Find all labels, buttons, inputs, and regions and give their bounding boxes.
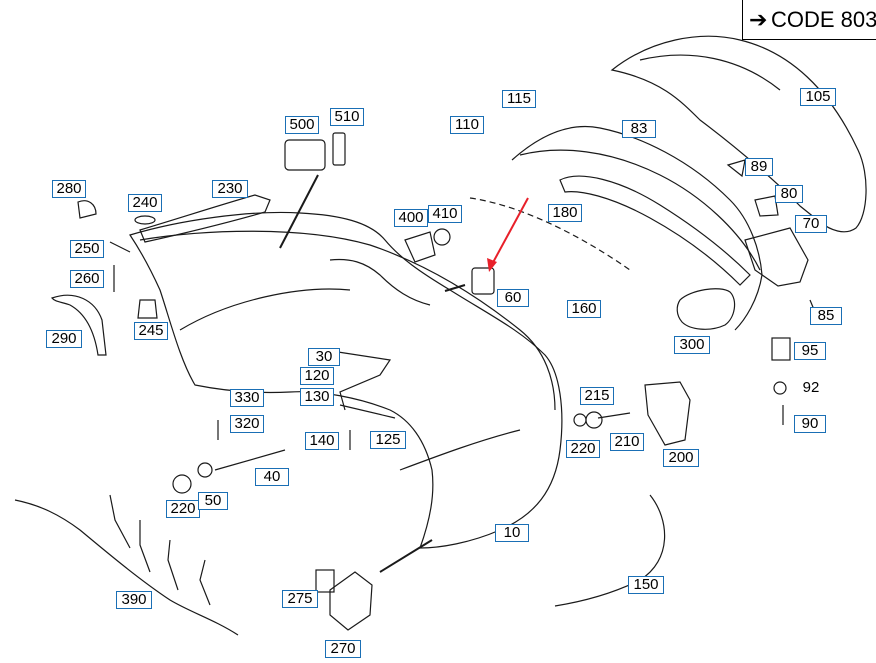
part-89 — [726, 159, 746, 178]
callout-320[interactable]: 320 — [230, 415, 264, 433]
part-270-bracket — [329, 571, 373, 631]
callout-245[interactable]: 245 — [134, 322, 168, 340]
part-40-bolt — [214, 449, 286, 471]
part-125 — [339, 404, 396, 419]
callout-250[interactable]: 250 — [70, 240, 104, 258]
callout-80[interactable]: 80 — [775, 185, 803, 203]
callout-215[interactable]: 215 — [580, 387, 614, 405]
callout-210[interactable]: 210 — [610, 433, 644, 451]
part-510 — [332, 132, 346, 166]
part-80 — [754, 195, 779, 217]
highlight-arrow — [487, 197, 529, 272]
callout-140[interactable]: 140 — [305, 432, 339, 450]
callout-260[interactable]: 260 — [70, 270, 104, 288]
callout-500[interactable]: 500 — [285, 116, 319, 134]
callout-130[interactable]: 130 — [300, 388, 334, 406]
part-180-grille — [559, 175, 751, 286]
callout-125[interactable]: 125 — [370, 431, 406, 449]
part-60 — [471, 267, 495, 295]
callout-410[interactable]: 410 — [428, 205, 462, 223]
part-250 — [109, 241, 131, 253]
callout-330[interactable]: 330 — [230, 389, 264, 407]
callout-110[interactable]: 110 — [450, 116, 484, 134]
callout-85[interactable]: 85 — [810, 307, 842, 325]
callout-160[interactable]: 160 — [567, 300, 601, 318]
part-290-strip — [51, 294, 107, 356]
callout-220-a[interactable]: 220 — [566, 440, 600, 458]
callout-220-b[interactable]: 220 — [166, 500, 200, 518]
callout-120[interactable]: 120 — [300, 367, 334, 385]
callout-40[interactable]: 40 — [255, 468, 289, 486]
callout-300[interactable]: 300 — [674, 336, 710, 354]
callout-70[interactable]: 70 — [795, 215, 827, 233]
part-390-harness — [14, 499, 239, 636]
callout-83[interactable]: 83 — [622, 120, 656, 138]
callout-90[interactable]: 90 — [794, 415, 826, 433]
callout-30[interactable]: 30 — [308, 348, 340, 366]
part-300-housing — [676, 288, 736, 330]
part-400-sensor — [404, 231, 436, 263]
part-30-120-130 — [337, 351, 392, 411]
callout-89[interactable]: 89 — [745, 158, 773, 176]
callout-95[interactable]: 95 — [794, 342, 826, 360]
part-275 — [315, 569, 335, 593]
part-215-washer — [585, 411, 603, 429]
part-105-diffuser — [610, 35, 867, 233]
part-220a — [573, 413, 587, 427]
part-280 — [77, 200, 97, 219]
callout-115[interactable]: 115 — [502, 90, 536, 108]
callout-240[interactable]: 240 — [128, 194, 162, 212]
callout-400[interactable]: 400 — [394, 209, 428, 227]
callout-150[interactable]: 150 — [628, 576, 664, 594]
part-240 — [134, 215, 156, 225]
callout-510[interactable]: 510 — [330, 108, 364, 126]
part-210-bolt — [597, 412, 631, 419]
callout-280[interactable]: 280 — [52, 180, 86, 198]
callout-390[interactable]: 390 — [116, 591, 152, 609]
callout-50[interactable]: 50 — [198, 492, 228, 510]
code-label: CODE 803 — [771, 7, 876, 32]
callout-200[interactable]: 200 — [663, 449, 699, 467]
part-50 — [197, 462, 213, 478]
callout-275[interactable]: 275 — [282, 590, 318, 608]
part-70-bracket — [744, 227, 809, 287]
part-230-trim — [139, 194, 271, 243]
callout-180[interactable]: 180 — [548, 204, 582, 222]
part-220b — [172, 474, 192, 494]
part-410-ring — [433, 228, 451, 246]
callout-105[interactable]: 105 — [800, 88, 836, 106]
arrow-right-icon: ➔ — [749, 7, 768, 32]
part-10-bumper — [129, 211, 563, 549]
callout-60[interactable]: 60 — [497, 289, 529, 307]
callout-270[interactable]: 270 — [325, 640, 361, 658]
part-500 — [284, 139, 326, 171]
part-83-upper-trim — [511, 125, 763, 331]
code-803-box: ➔ CODE 803 — [742, 0, 876, 40]
part-200-bracket — [644, 381, 691, 446]
callout-92[interactable]: 92 — [802, 379, 820, 396]
callout-10[interactable]: 10 — [495, 524, 529, 542]
part-245 — [137, 299, 158, 319]
callout-290[interactable]: 290 — [46, 330, 82, 348]
part-92-washer — [773, 381, 787, 395]
callout-230[interactable]: 230 — [212, 180, 248, 198]
part-160-trim — [469, 197, 631, 271]
part-95-clip — [771, 337, 791, 361]
